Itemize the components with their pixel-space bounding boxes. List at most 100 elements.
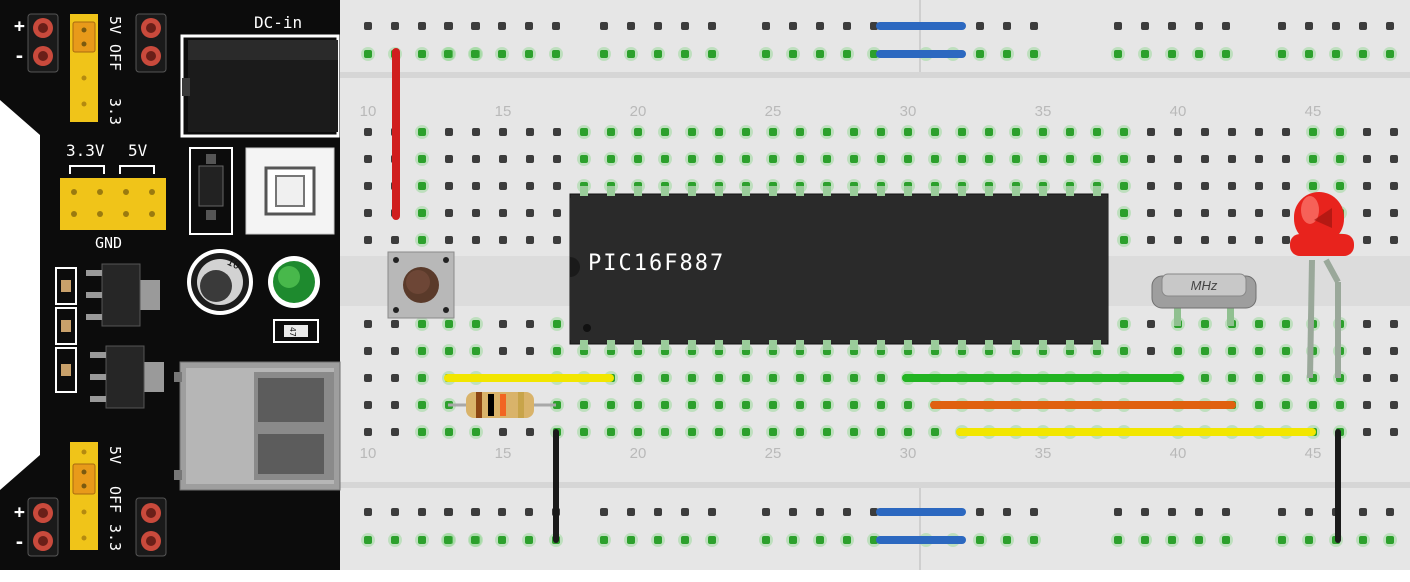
breadboard-hole [444, 50, 452, 58]
breadboard-hole [1039, 155, 1047, 163]
ic-pin [1093, 340, 1101, 350]
breadboard-hole [769, 128, 777, 136]
breadboard-hole [850, 155, 858, 163]
breadboard-hole [1120, 155, 1128, 163]
breadboard-hole [1363, 155, 1371, 163]
power-pin-center [146, 536, 156, 546]
breadboard-hole [789, 536, 797, 544]
breadboard-hole [445, 209, 453, 217]
jumper-pin [81, 483, 87, 489]
breadboard-hole [715, 155, 723, 163]
breadboard-hole [1282, 374, 1290, 382]
breadboard-hole [600, 50, 608, 58]
breadboard-hole [708, 536, 716, 544]
breadboard-hole [445, 155, 453, 163]
breadboard-hole [1228, 236, 1236, 244]
breadboard-hole [627, 50, 635, 58]
breadboard-hole [1305, 536, 1313, 544]
breadboard-hole [526, 128, 534, 136]
breadboard-hole [553, 236, 561, 244]
breadboard-hole [552, 50, 560, 58]
breadboard-hole [580, 155, 588, 163]
ic-pin [769, 340, 777, 350]
breadboard-hole [418, 536, 426, 544]
breadboard-hole [661, 401, 669, 409]
breadboard-hole [985, 155, 993, 163]
push-button[interactable] [387, 251, 455, 319]
smd-capacitor-outline [55, 307, 77, 345]
usb-port[interactable] [174, 361, 341, 491]
potentiometer[interactable]: 10 [187, 249, 253, 315]
breadboard-hole [418, 374, 426, 382]
breadboard-hole [1195, 536, 1203, 544]
breadboard-hole [499, 182, 507, 190]
breadboard-hole [1390, 155, 1398, 163]
jumper-cap-bottom[interactable] [72, 463, 96, 495]
jumper-label-3v3: 3.3 [106, 98, 124, 125]
breadboard-hole [1363, 236, 1371, 244]
breadboard-hole [1120, 347, 1128, 355]
breadboard-hole [1003, 508, 1011, 516]
potentiometer-knob [200, 270, 232, 302]
breadboard-hole [850, 401, 858, 409]
jumper-cap-top[interactable] [72, 21, 96, 53]
breadboard-hole [1363, 182, 1371, 190]
ic-pin [661, 186, 669, 196]
breadboard-hole [1195, 50, 1203, 58]
breadboard-hole [1228, 155, 1236, 163]
ic-pin [850, 340, 858, 350]
ic-pin [1066, 186, 1074, 196]
breadboard-hole [1201, 209, 1209, 217]
top-rail-separator [300, 72, 1410, 78]
breadboard-hole [1359, 22, 1367, 30]
breadboard-hole [1039, 128, 1047, 136]
breadboard-hole [1255, 128, 1263, 136]
breadboard-hole [391, 508, 399, 516]
breadboard-hole [1195, 508, 1203, 516]
smd-resistor-body [284, 325, 308, 337]
breadboard-hole [1066, 128, 1074, 136]
ic-pin [1066, 340, 1074, 350]
smd-capacitors [55, 267, 77, 393]
ic-pin [634, 340, 642, 350]
ic-pin [985, 340, 993, 350]
ic-pin [742, 340, 750, 350]
breadboard-hole [769, 428, 777, 436]
breadboard-hole [1222, 22, 1230, 30]
breadboard-hole [1282, 128, 1290, 136]
breadboard-hole [931, 128, 939, 136]
breadboard-hole [904, 428, 912, 436]
breadboard-hole [472, 347, 480, 355]
breadboard-hole [364, 236, 372, 244]
breadboard-hole [1386, 508, 1394, 516]
breadboard-hole [553, 182, 561, 190]
breadboard-hole [742, 155, 750, 163]
ic-pin [580, 340, 588, 350]
breadboard-hole [816, 22, 824, 30]
ic-pin [1093, 186, 1101, 196]
breadboard-hole [444, 508, 452, 516]
ic-pin [850, 186, 858, 196]
ic-pin [580, 186, 588, 196]
push-button-corner [393, 307, 399, 313]
breadboard-hole [525, 50, 533, 58]
column-number: 15 [495, 103, 512, 120]
breadboard-hole [877, 155, 885, 163]
breadboard-hole [1120, 236, 1128, 244]
breadboard-hole [850, 428, 858, 436]
breadboard-hole [607, 128, 615, 136]
breadboard-hole [499, 428, 507, 436]
jumper-pin [81, 41, 87, 47]
regulator-body [101, 263, 141, 327]
breadboard-hole [1003, 50, 1011, 58]
breadboard-hole [715, 128, 723, 136]
breadboard-hole [552, 22, 560, 30]
power-pin-center [38, 51, 48, 61]
breadboard-hole [877, 428, 885, 436]
breadboard-hole [1228, 128, 1236, 136]
potentiometer-marking: 10 [225, 255, 243, 272]
power-pin-center [146, 508, 156, 518]
column-number: 20 [630, 445, 647, 462]
breadboard-hole [1255, 209, 1263, 217]
column-number: 30 [900, 103, 917, 120]
